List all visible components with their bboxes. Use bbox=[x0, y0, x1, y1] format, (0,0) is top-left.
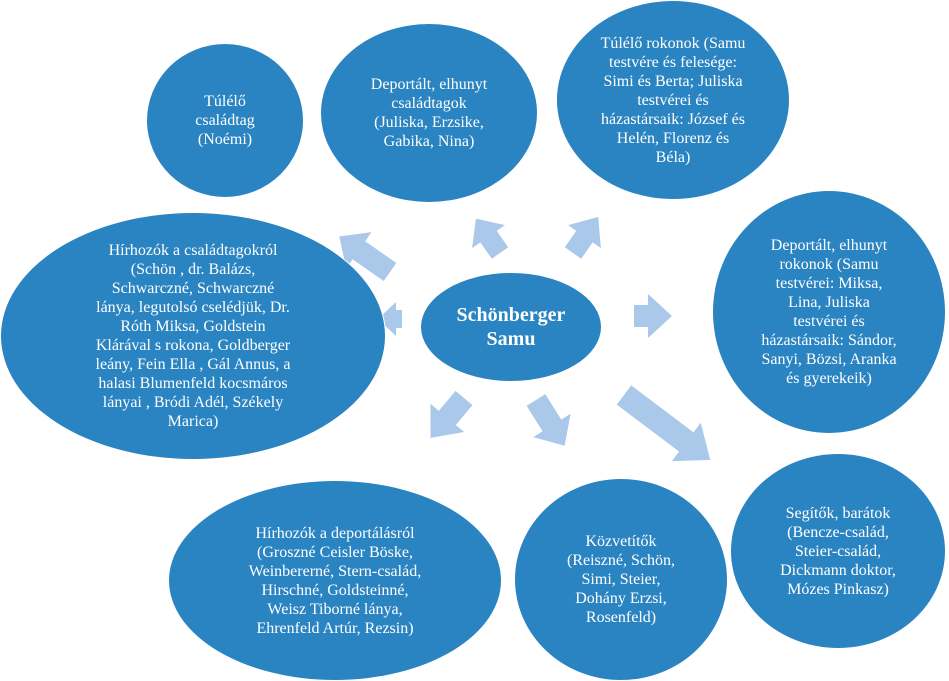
node-helpers-label: Segítők, barátok (Bencze-család, Steier-… bbox=[780, 504, 896, 598]
arrow-to-news-family bbox=[378, 302, 402, 336]
center-label: Schönberger Samu bbox=[456, 304, 566, 350]
node-news-family-label: Hírhozók a családtagokról (Schön , dr. B… bbox=[95, 242, 291, 430]
node-news-deportation: Hírhozók a deportálásról (Groszné Ceisle… bbox=[168, 480, 502, 681]
node-surviving-relatives: Túlélő rokonok (Samu testvére és feleség… bbox=[556, 0, 790, 200]
node-intermediaries-label: Közvetítők (Reiszné, Schön, Simi, Steier… bbox=[567, 533, 675, 626]
node-helpers: Segítők, barátok (Bencze-család, Steier-… bbox=[730, 453, 946, 649]
node-deported-relatives-label: Deportált, elhunyt rokonok (Samu testvér… bbox=[761, 237, 897, 387]
arrow-to-survivor bbox=[339, 232, 397, 282]
node-deported-family-label: Deportált, elhunyt családtagok (Juliska,… bbox=[370, 76, 488, 150]
arrow-to-deported-family bbox=[472, 218, 509, 259]
node-deported-relatives: Deportált, elhunyt rokonok (Samu testvér… bbox=[712, 190, 946, 434]
node-survivor: Túlélő családtag (Noémi) bbox=[146, 43, 304, 198]
arrow-to-intermediaries bbox=[526, 394, 571, 446]
node-deported-family: Deportált, elhunyt családtagok (Juliska,… bbox=[320, 23, 538, 203]
arrow-to-news-deportation bbox=[430, 390, 473, 438]
node-survivor-label: Túlélő családtag (Noémi) bbox=[195, 93, 255, 148]
node-intermediaries: Közvetítők (Reiszné, Schön, Simi, Steier… bbox=[514, 478, 728, 681]
center-node: Schönberger Samu bbox=[420, 272, 602, 382]
node-news-deportation-label: Hírhozók a deportálásról (Groszné Ceisle… bbox=[248, 524, 422, 637]
node-news-family: Hírhozók a családtagokról (Schön , dr. B… bbox=[0, 212, 386, 460]
arrow-to-helpers bbox=[616, 385, 711, 462]
node-surviving-relatives-label: Túlélő rokonok (Samu testvére és feleség… bbox=[600, 34, 746, 166]
arrow-to-deported-relatives bbox=[634, 294, 672, 338]
arrow-to-surviving-relatives bbox=[564, 216, 601, 259]
